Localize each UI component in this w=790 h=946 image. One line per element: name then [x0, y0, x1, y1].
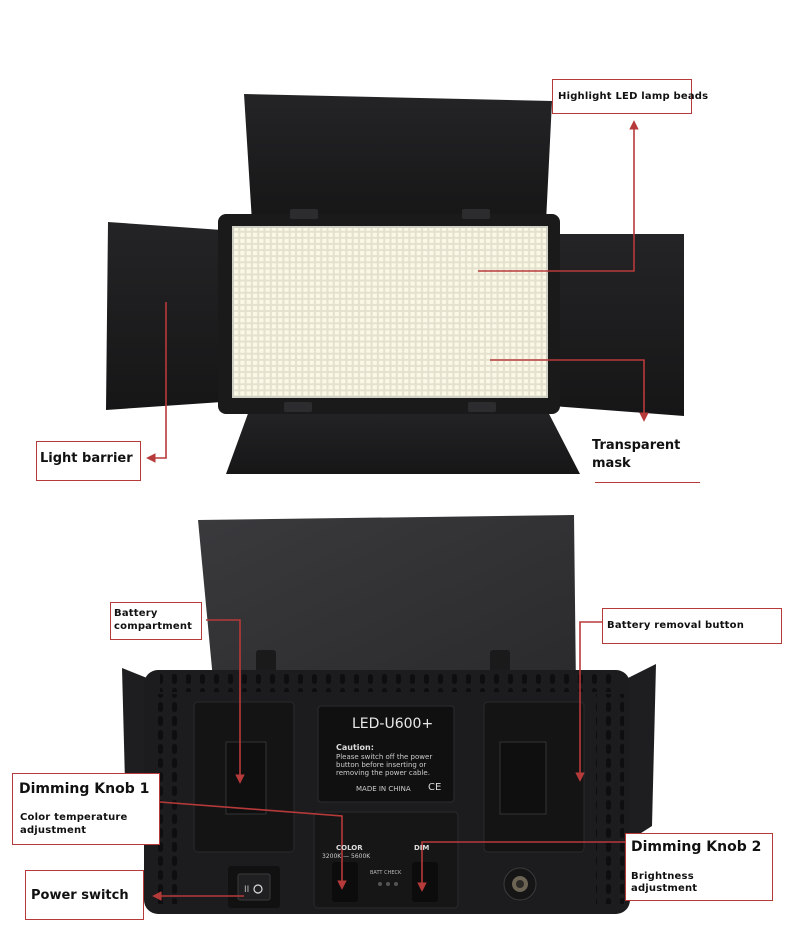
callout-transparent-mask-text-1: Transparent — [592, 438, 681, 453]
callout-brightness-text-2: adjustment — [631, 883, 698, 894]
left-barn-door — [106, 222, 222, 410]
caution-line-1: Please switch off the power — [336, 753, 433, 761]
callout-dimming-knob-2-text: Dimming Knob 2 — [631, 839, 762, 855]
callout-battery-removal-text: Battery removal button — [607, 620, 745, 631]
callout-brightness-text-1: Brightness — [631, 871, 694, 882]
callout-highlight-led — [552, 79, 692, 114]
callout-power-switch — [25, 870, 144, 920]
caution-title: Caution: — [336, 743, 374, 752]
back-view: II — [122, 515, 656, 914]
rear-right-door — [624, 664, 656, 844]
bottom-barn-door — [226, 408, 580, 474]
dim-knob — [412, 862, 438, 902]
rear-barn-door — [198, 515, 576, 690]
callout-battery-compartment — [110, 602, 202, 640]
dim-knob-label: DIM — [414, 844, 430, 852]
callout-battery-compartment-text-2: compartment — [114, 621, 193, 632]
caution-line-2: button before inserting or — [336, 761, 427, 769]
callout-light-barrier-text: Light barrier — [40, 451, 133, 466]
right-barn-door — [552, 234, 684, 416]
batt-check-label: BATT CHECK — [370, 870, 402, 876]
color-range-label: 3200K — 5600K — [322, 853, 371, 860]
top-barn-door — [244, 94, 552, 222]
ce-mark: CE — [428, 782, 442, 793]
callout-dimming-knob-1-text: Dimming Knob 1 — [19, 781, 150, 797]
back-callout-lines — [152, 619, 628, 901]
front-callout-lines — [146, 120, 649, 463]
callout-highlight-led-text: Highlight LED lamp beads — [558, 91, 709, 102]
callout-color-temp-text-1: Color temperature — [20, 812, 128, 823]
callout-power-switch-text: Power switch — [31, 888, 129, 903]
callout-battery-removal — [602, 608, 782, 644]
callout-color-temp-text-2: adjustment — [20, 825, 87, 836]
callout-transparent-mask — [595, 440, 700, 483]
callout-dimming-knob-1 — [12, 773, 160, 845]
callout-battery-compartment-text-1: Battery — [114, 608, 158, 619]
model-label: LED-U600+ — [352, 716, 434, 732]
svg-text:II: II — [244, 885, 249, 895]
color-knob-label: COLOR — [336, 844, 363, 852]
front-view — [106, 94, 684, 474]
callout-transparent-mask-text-2: mask — [592, 456, 631, 471]
callout-light-barrier — [36, 441, 141, 481]
color-knob — [332, 862, 358, 902]
callout-dimming-knob-2 — [625, 833, 773, 901]
label-plate — [317, 705, 455, 803]
led-panel — [233, 227, 547, 397]
caution-line-3: removing the power cable. — [336, 769, 430, 777]
made-in-label: MADE IN CHINA — [356, 785, 411, 793]
